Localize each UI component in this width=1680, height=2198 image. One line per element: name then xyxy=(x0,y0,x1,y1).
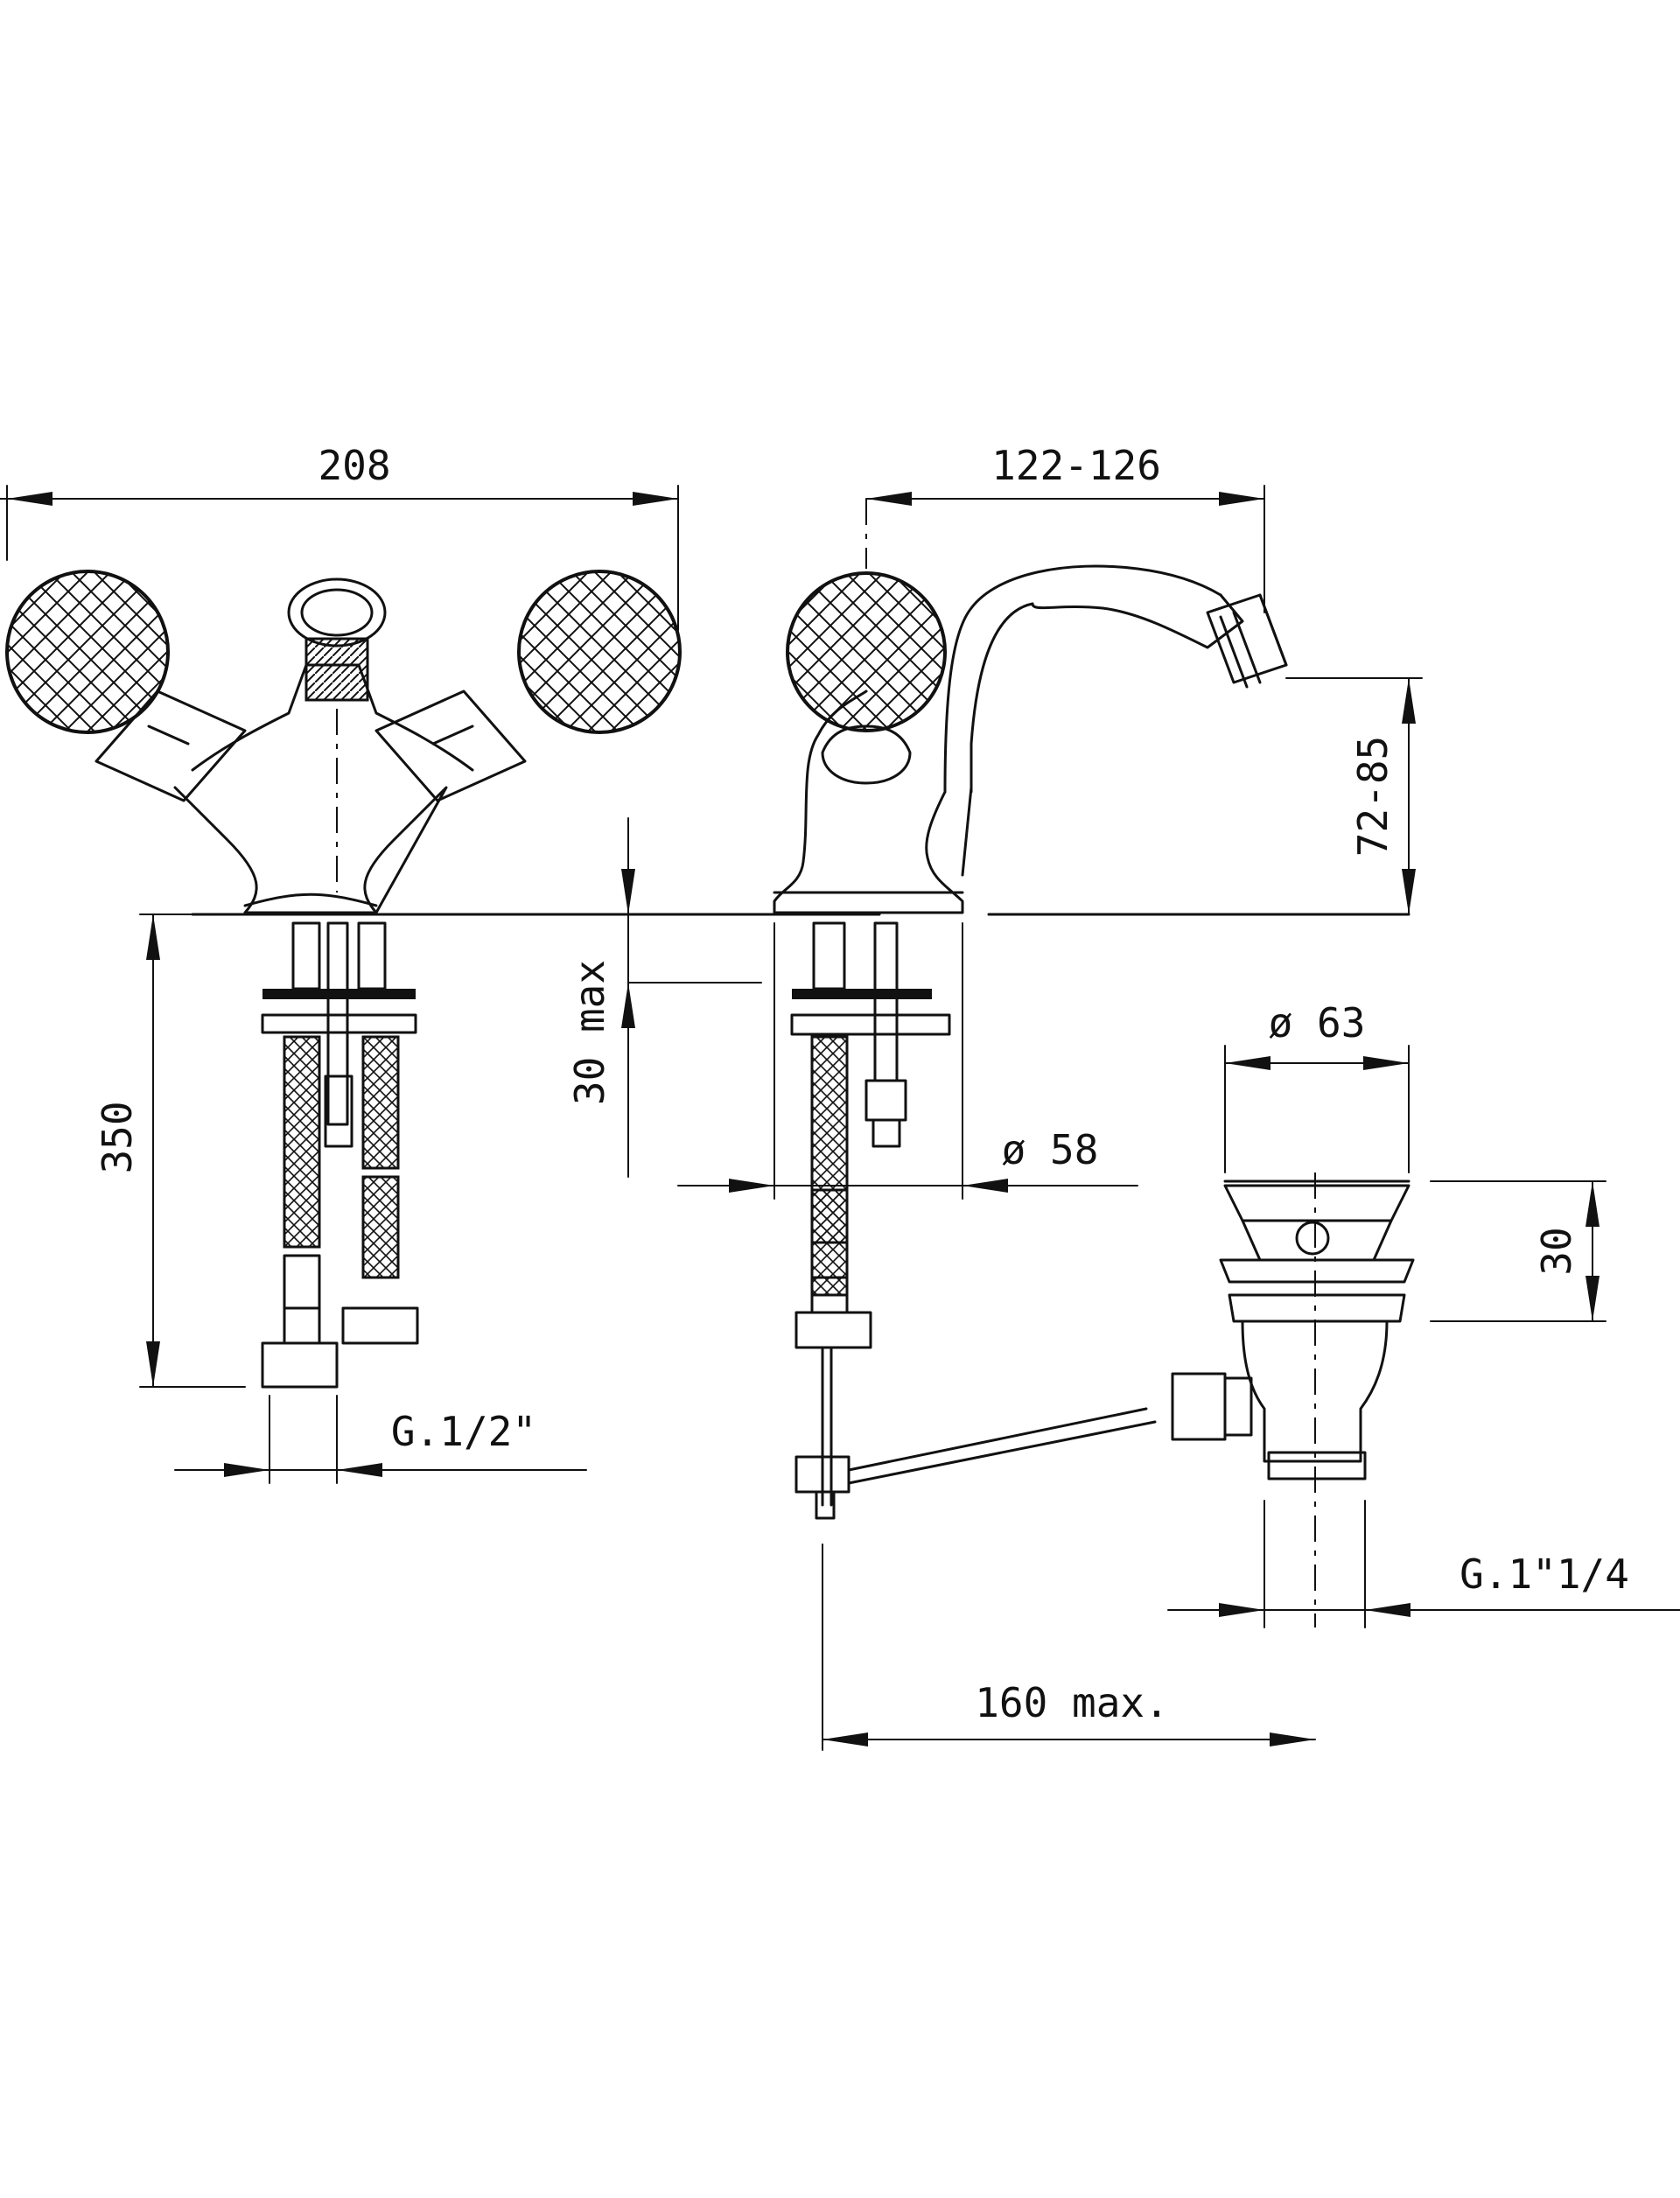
right-crystal-knob xyxy=(517,570,682,734)
left-crystal-knob xyxy=(5,570,170,734)
dim-overall-width: 208 xyxy=(318,442,390,489)
right-arm xyxy=(374,690,527,802)
front-view xyxy=(5,570,881,1389)
waste-assembly xyxy=(1171,1172,1415,1628)
dim-inlet-thread: G.1/2" xyxy=(391,1408,536,1455)
dim-max-thickness: 30 max xyxy=(566,960,613,1105)
dim-hole-diameter: ø 58 xyxy=(1002,1126,1099,1173)
front-underside xyxy=(261,921,419,1389)
hose-right xyxy=(361,1035,400,1170)
dim-hose-length: 350 xyxy=(94,1101,141,1173)
nozzle-outlet xyxy=(304,637,369,702)
hose-left xyxy=(283,1035,321,1249)
base-flange xyxy=(243,892,378,907)
waste-tail xyxy=(1267,1451,1367,1480)
dim-rod-length: 160 max. xyxy=(975,1679,1169,1726)
side-underside xyxy=(790,921,1157,1520)
pivot-nut xyxy=(1171,1372,1227,1441)
right-nut xyxy=(341,1306,419,1345)
dim-waste-height: 30 xyxy=(1533,1227,1580,1275)
lift-rod xyxy=(847,1407,1148,1472)
side-view xyxy=(773,499,1410,1520)
dim-waste-thread: G.1"1/4 xyxy=(1460,1550,1629,1598)
side-nut xyxy=(794,1311,872,1349)
spray-head xyxy=(1206,593,1288,689)
waste-cap xyxy=(1223,1184,1410,1222)
dim-waste-diameter: ø 63 xyxy=(1269,999,1366,1046)
spout xyxy=(943,564,1222,877)
knob-collar xyxy=(821,724,912,785)
side-crystal-knob xyxy=(786,571,947,732)
dim-spout-height: 72-85 xyxy=(1349,736,1396,857)
left-nut xyxy=(261,1341,339,1389)
dim-spout-reach: 122-126 xyxy=(991,442,1161,489)
dimension-lines xyxy=(0,485,1680,1751)
